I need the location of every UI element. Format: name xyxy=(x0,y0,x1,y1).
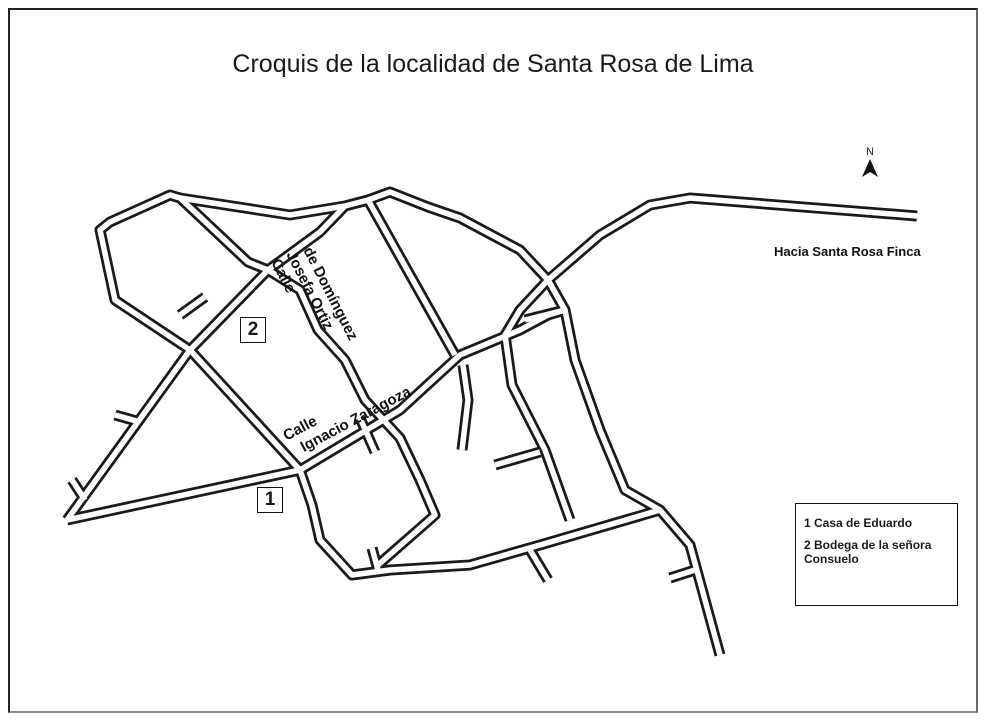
road-network xyxy=(62,186,918,657)
north-letter: N xyxy=(866,146,874,158)
road-middle-ne-fill xyxy=(502,278,573,521)
map-frame xyxy=(8,8,978,713)
road-spur-west-fill xyxy=(178,294,207,318)
map-legend: 1 Casa de Eduardo 2 Bodega de la señora … xyxy=(795,503,958,606)
road-parallel-west-fill xyxy=(266,204,347,273)
road-north-inner-fill xyxy=(365,198,458,357)
north-arrow-icon xyxy=(862,159,878,177)
road-south-spur-fill xyxy=(527,548,551,582)
legend-item-1: 1 Casa de Eduardo xyxy=(804,516,913,530)
road-josefa-fill xyxy=(266,267,438,568)
road-middle-spur-fill xyxy=(459,364,471,451)
road-east-branch-fill xyxy=(545,278,662,513)
road-lower-spur-fill xyxy=(369,547,381,571)
legend-item-2: 2 Bodega de la señora Consuelo xyxy=(804,538,957,566)
street-label-josefa: Calle Josefa Ortiz de Domínguez xyxy=(267,244,361,343)
map-title: Croquis de la localidad de Santa Rosa de… xyxy=(232,50,754,78)
legend-item-2-line-1: 2 Bodega de la señora xyxy=(804,538,932,552)
road-south-east-spur-fill xyxy=(669,567,696,581)
road-zaragoza-spur-fill xyxy=(357,416,378,454)
road-middle-spur-2-fill xyxy=(494,449,541,468)
road-cross-nw-fill xyxy=(187,348,303,472)
road-to-finca-split-fill xyxy=(524,278,568,323)
road-to-finca-fill xyxy=(546,195,918,283)
destination-label: Hacia Santa Rosa Finca xyxy=(774,244,921,259)
compass: N xyxy=(860,146,880,183)
road-northwest-loop-fill xyxy=(97,192,270,353)
marker-1: 1 xyxy=(257,487,283,513)
road-south-west-fill xyxy=(66,467,301,523)
road-south-loop-fill xyxy=(297,469,723,656)
road-spur-left-fill xyxy=(114,412,141,425)
road-top-fill xyxy=(179,189,551,282)
road-spur-sw-fill xyxy=(69,478,88,502)
marker-2: 2 xyxy=(240,317,266,343)
road-south-loop xyxy=(294,468,726,657)
road-zaragoza-fill xyxy=(298,307,566,473)
legend-item-2-line-2: Consuelo xyxy=(804,552,859,566)
